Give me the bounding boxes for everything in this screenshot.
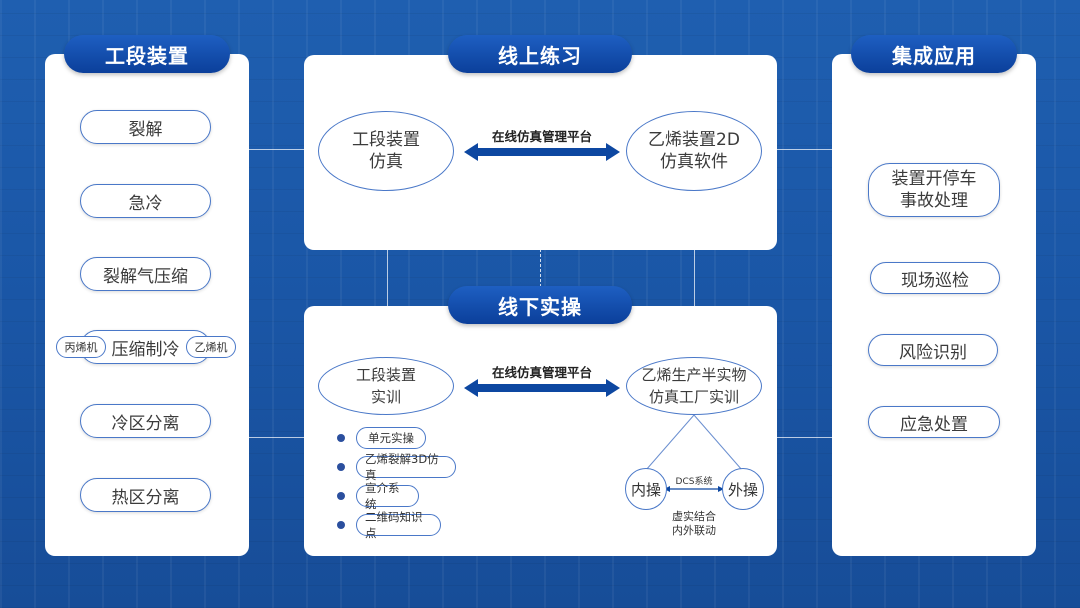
online-double-arrow-icon (464, 143, 620, 161)
offline-practice-title: 线下实操 (448, 286, 632, 324)
left-item-hot-separation: 热区分离 (80, 478, 211, 512)
offline-left-node-line2: 实训 (370, 388, 401, 406)
bullet-dot (337, 521, 345, 529)
bullet-3d-simulation: 乙烯裂解3D仿真 (356, 452, 456, 482)
connector-line (249, 437, 305, 438)
right-item-field-inspection: 现场巡检 (870, 262, 1000, 294)
right-item-startup-line2: 事故处理 (900, 191, 968, 211)
right-panel-title: 集成应用 (851, 35, 1017, 73)
left-item-cracking: 裂解 (80, 110, 211, 144)
outer-operation-node: 外操 (722, 468, 764, 510)
connector-line (387, 249, 388, 306)
online-left-node: 工段装置 仿真 (318, 111, 454, 191)
bullet-dot (337, 463, 345, 471)
bullet-dot (337, 434, 345, 442)
right-item-risk-identification: 风险识别 (868, 334, 998, 366)
left-item-propylene-compressor: 丙烯机 (56, 336, 106, 358)
bullet-unit-operation: 单元实操 (356, 427, 426, 449)
online-left-node-line2: 仿真 (369, 152, 403, 172)
online-arrow-label: 在线仿真管理平台 (491, 129, 592, 144)
offline-right-node: 乙烯生产半实物 仿真工厂实训 (626, 357, 762, 415)
offline-arrow-label: 在线仿真管理平台 (491, 365, 592, 380)
offline-right-node-line1: 乙烯生产半实物 (641, 366, 747, 384)
connector-line (776, 149, 832, 150)
caption-line1: 虚实结合 (672, 510, 716, 523)
offline-left-node-line1: 工段装置 (355, 366, 416, 384)
left-item-gas-compression: 裂解气压缩 (80, 257, 211, 291)
right-item-startup-shutdown: 装置开停车 事故处理 (868, 163, 1000, 217)
dcs-system-label: DCS系统 (675, 477, 713, 487)
connector-line (249, 149, 305, 150)
connector-line (776, 437, 832, 438)
online-left-node-line1: 工段装置 (352, 130, 420, 150)
connector-line (694, 249, 695, 306)
left-item-quench: 急冷 (80, 184, 211, 218)
online-practice-title: 线上练习 (448, 35, 632, 73)
offline-left-node: 工段装置 实训 (318, 357, 454, 415)
left-panel-title: 工段装置 (64, 35, 230, 73)
offline-right-node-line2: 仿真工厂实训 (648, 388, 739, 406)
offline-double-arrow-icon (464, 379, 620, 397)
connector-dashed (540, 249, 541, 287)
caption-line2: 内外联动 (672, 524, 716, 537)
online-right-node: 乙烯装置2D 仿真软件 (626, 111, 762, 191)
bullet-dot (337, 492, 345, 500)
bullet-promotion-system: 宣介系统 (356, 481, 419, 511)
online-right-node-line1: 乙烯装置2D (648, 130, 740, 150)
right-panel (832, 54, 1036, 556)
inner-operation-node: 内操 (625, 468, 667, 510)
left-item-ethylene-compressor: 乙烯机 (186, 336, 236, 358)
bullet-qr-knowledge: 二维码知识点 (356, 510, 441, 540)
right-item-startup-line1: 装置开停车 (891, 169, 977, 189)
right-item-emergency-handling: 应急处置 (868, 406, 1000, 438)
left-item-cold-separation: 冷区分离 (80, 404, 211, 438)
online-right-node-line2: 仿真软件 (660, 152, 728, 172)
